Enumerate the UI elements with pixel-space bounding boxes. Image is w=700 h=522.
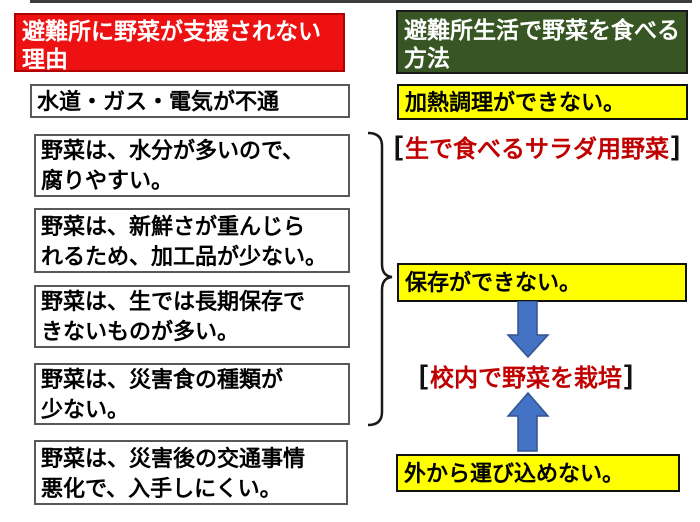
solution-label-grow: [ 校内で野菜を栽培 ] [396, 358, 656, 392]
solution-label-salad: [ 生で食べるサラダ用野菜 ] [394, 130, 694, 163]
reason-box-transport-line1: 野菜は、災害後の交通事情 [41, 446, 306, 471]
close-bracket-icon: ] [624, 360, 633, 390]
arrow-down-icon [506, 301, 550, 358]
right-column-header: 避難所生活で野菜を食べる 方法 [396, 10, 688, 74]
left-header-line2: 理由 [22, 46, 68, 72]
right-header-line2: 方法 [404, 45, 450, 71]
solution-label-grow-text: 校内で野菜を栽培 [430, 364, 622, 392]
method-box-no-storage-text: 保存ができない。 [405, 270, 582, 295]
method-box-no-delivery: 外から運び込めない。 [396, 454, 680, 492]
reason-box-freshness-line2: れるため、加工品が少ない。 [41, 244, 328, 269]
reason-box-moisture-line1: 野菜は、水分が多いので、 [41, 138, 305, 163]
reason-box-variety: 野菜は、災害食の種類が 少ない。 [34, 363, 350, 425]
reason-box-variety-line1: 野菜は、災害食の種類が [41, 367, 284, 392]
grouping-brace-icon [362, 130, 394, 428]
reason-box-utilities-text: 水道・ガス・電気が不通 [37, 89, 280, 114]
reason-box-freshness-line1: 野菜は、新鮮さが重んじら [41, 214, 306, 239]
arrow-up-icon [506, 392, 550, 452]
right-header-line1: 避難所生活で野菜を食べる [404, 17, 680, 43]
solution-label-salad-text: 生で食べるサラダ用野菜 [405, 135, 669, 163]
method-box-no-storage: 保存ができない。 [397, 263, 687, 302]
reason-box-variety-line2: 少ない。 [41, 397, 130, 422]
reason-box-storage-line2: きないものが多い。 [41, 319, 240, 344]
method-box-no-cooking-text: 加熱調理ができない。 [405, 90, 626, 115]
arrow-up-svg [506, 392, 550, 452]
reason-box-transport-line2: 悪化で、入手しにくい。 [41, 476, 282, 501]
reason-box-storage: 野菜は、生では長期保存で きないものが多い。 [34, 285, 350, 348]
left-header-line1: 避難所に野菜が支援されない [22, 18, 321, 44]
left-column-header: 避難所に野菜が支援されない 理由 [14, 13, 345, 72]
reason-box-moisture: 野菜は、水分が多いので、 腐りやすい。 [34, 134, 350, 197]
reason-box-freshness: 野菜は、新鮮さが重んじら れるため、加工品が少ない。 [34, 208, 350, 273]
open-bracket-icon: [ [394, 131, 403, 161]
close-bracket-icon: ] [671, 131, 680, 161]
reason-box-transport: 野菜は、災害後の交通事情 悪化で、入手しにくい。 [34, 440, 348, 505]
brace-bracket-svg [367, 131, 393, 427]
reason-box-storage-line1: 野菜は、生では長期保存で [41, 289, 306, 314]
arrow-down-svg [506, 301, 550, 358]
open-bracket-icon: [ [419, 360, 428, 390]
method-box-no-cooking: 加熱調理ができない。 [397, 84, 688, 120]
reason-box-utilities: 水道・ガス・電気が不通 [30, 84, 350, 118]
reason-box-moisture-line2: 腐りやすい。 [41, 168, 174, 193]
method-box-no-delivery-text: 外から運び込めない。 [404, 461, 625, 486]
top-edge-line [30, 0, 692, 3]
